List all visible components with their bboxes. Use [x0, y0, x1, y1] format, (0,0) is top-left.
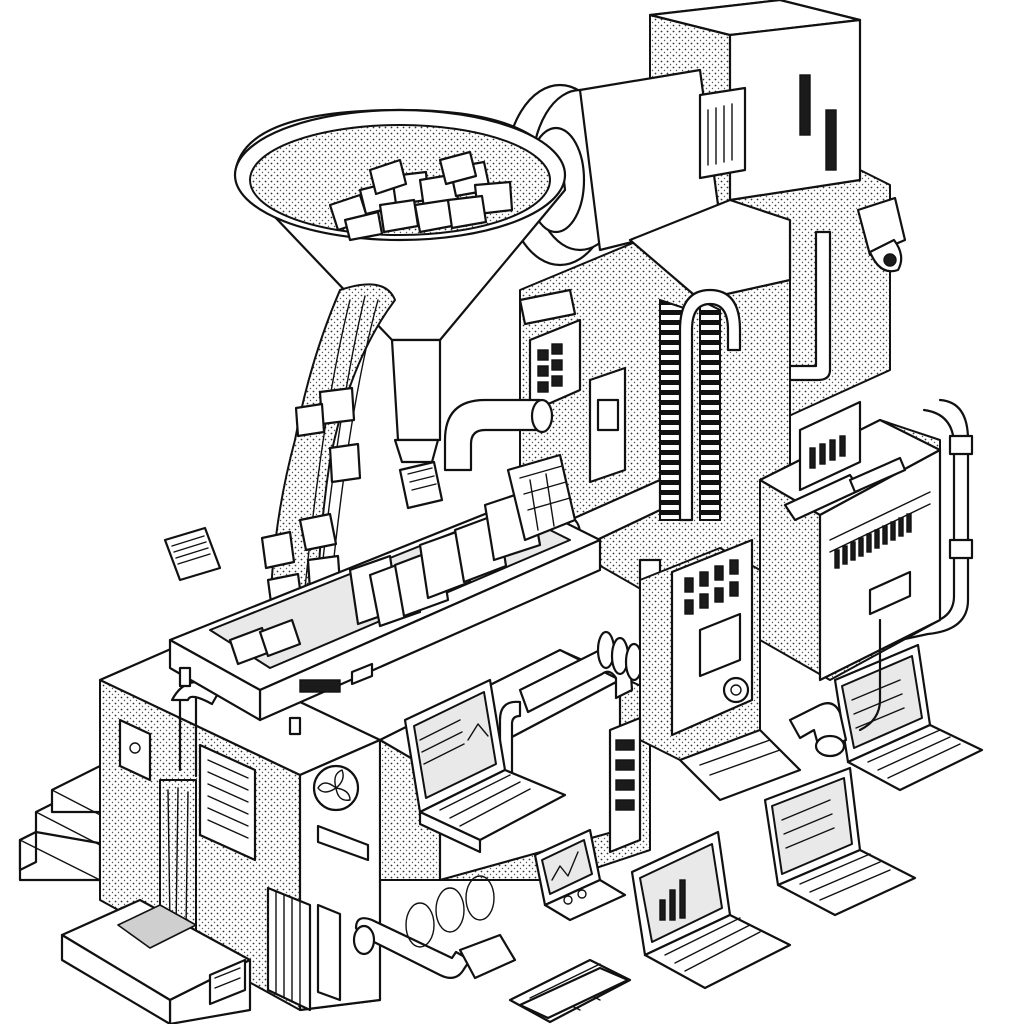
funnel — [233, 108, 567, 464]
laptop-2 — [533, 828, 627, 922]
control-cabinet — [608, 538, 802, 854]
laptop-5 — [833, 643, 984, 792]
laptop-1 — [403, 678, 567, 854]
laptop-3 — [630, 830, 792, 990]
pipe-lower-right — [788, 618, 882, 758]
laptop-4 — [763, 766, 917, 917]
papers-in-funnel — [328, 150, 514, 242]
central-panel — [443, 198, 792, 642]
file-folders — [228, 453, 577, 666]
vent-grill — [266, 886, 312, 1012]
server-box — [758, 400, 942, 682]
fan-icon — [312, 764, 360, 812]
sorting-tray — [168, 453, 602, 736]
laptop-6 — [518, 966, 630, 1020]
control-panel-left — [198, 743, 257, 862]
machine-body — [60, 643, 382, 1024]
security-camera-icon — [856, 196, 907, 273]
